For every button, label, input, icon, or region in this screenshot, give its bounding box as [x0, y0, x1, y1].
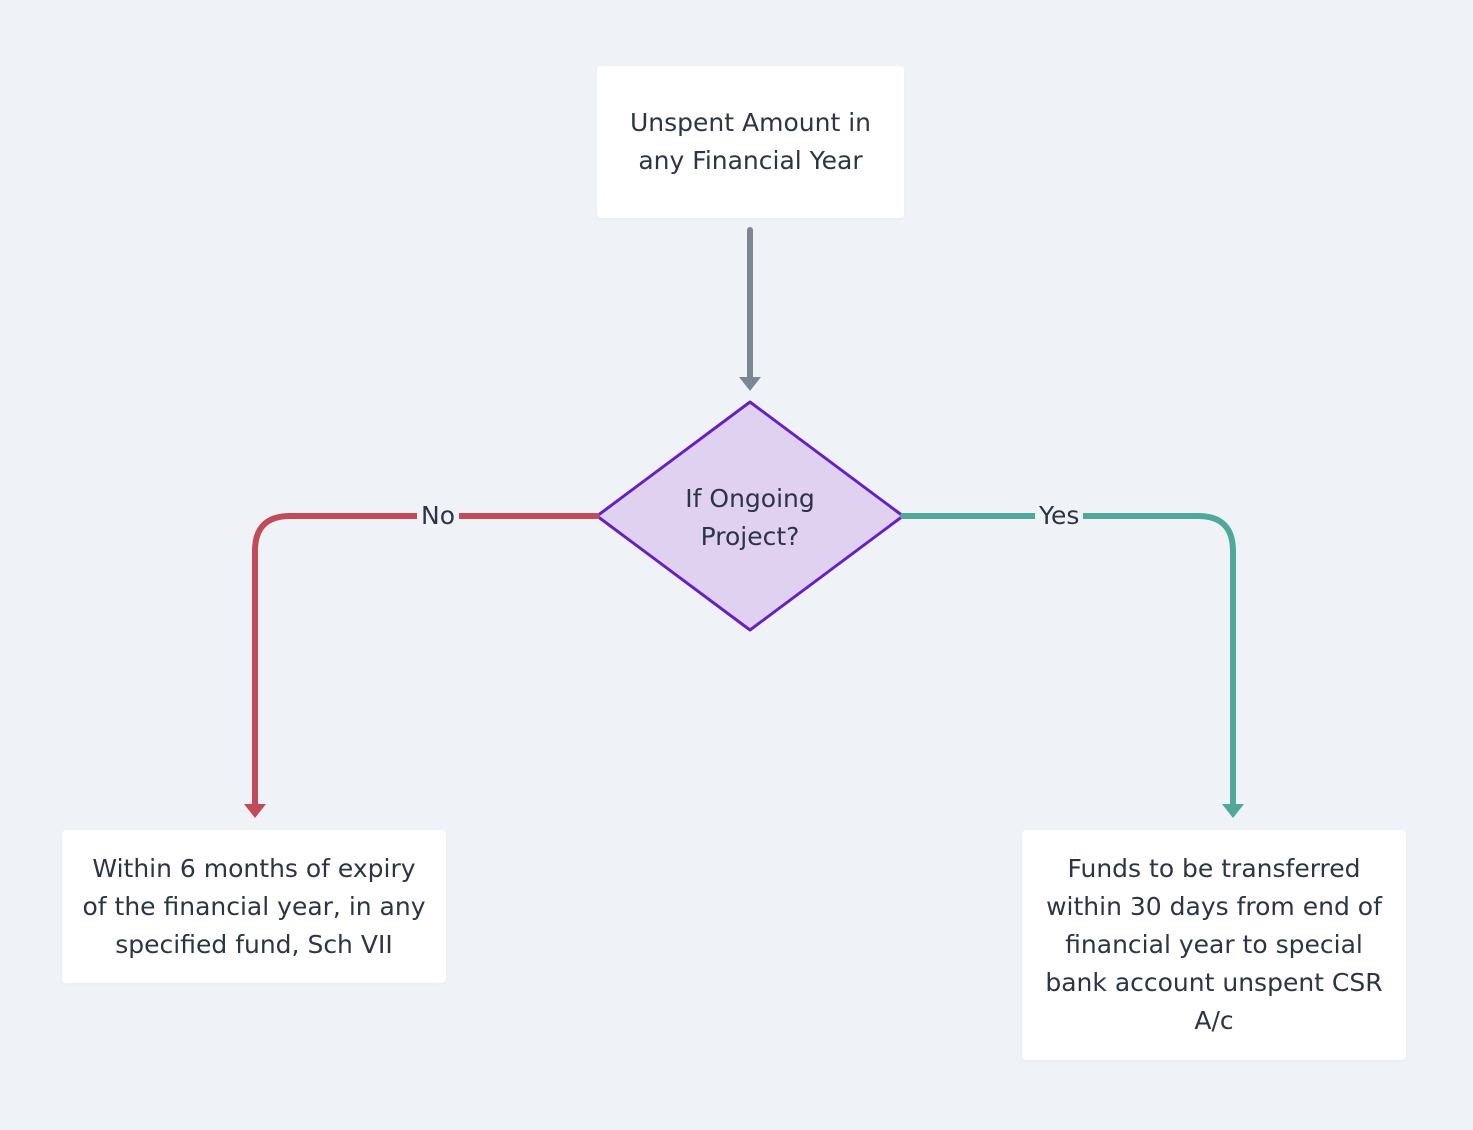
- start-to-decision-arrowhead: [739, 377, 761, 391]
- no-branch-arrowhead: [244, 804, 266, 818]
- no-outcome-node: Within 6 months of expiry of the financi…: [62, 830, 446, 983]
- yes-branch-arrowhead: [1222, 804, 1244, 818]
- yes-outcome-node: Funds to be transferred within 30 days f…: [1022, 830, 1406, 1060]
- start-node-text: Unspent Amount in any Financial Year: [630, 108, 871, 175]
- decision-node-label: If Ongoing Project?: [650, 478, 850, 558]
- decision-node-text: If Ongoing Project?: [685, 484, 815, 551]
- no-branch-line: [252, 513, 600, 808]
- no-outcome-text: Within 6 months of expiry of the financi…: [82, 853, 426, 959]
- yes-branch-line: [900, 513, 1236, 808]
- decision-diamond: [595, 400, 905, 632]
- start-node: Unspent Amount in any Financial Year: [597, 66, 904, 218]
- yes-branch-label: Yes: [1035, 501, 1084, 531]
- yes-outcome-text: Funds to be transferred within 30 days f…: [1045, 854, 1383, 1035]
- no-branch-label: No: [417, 501, 459, 531]
